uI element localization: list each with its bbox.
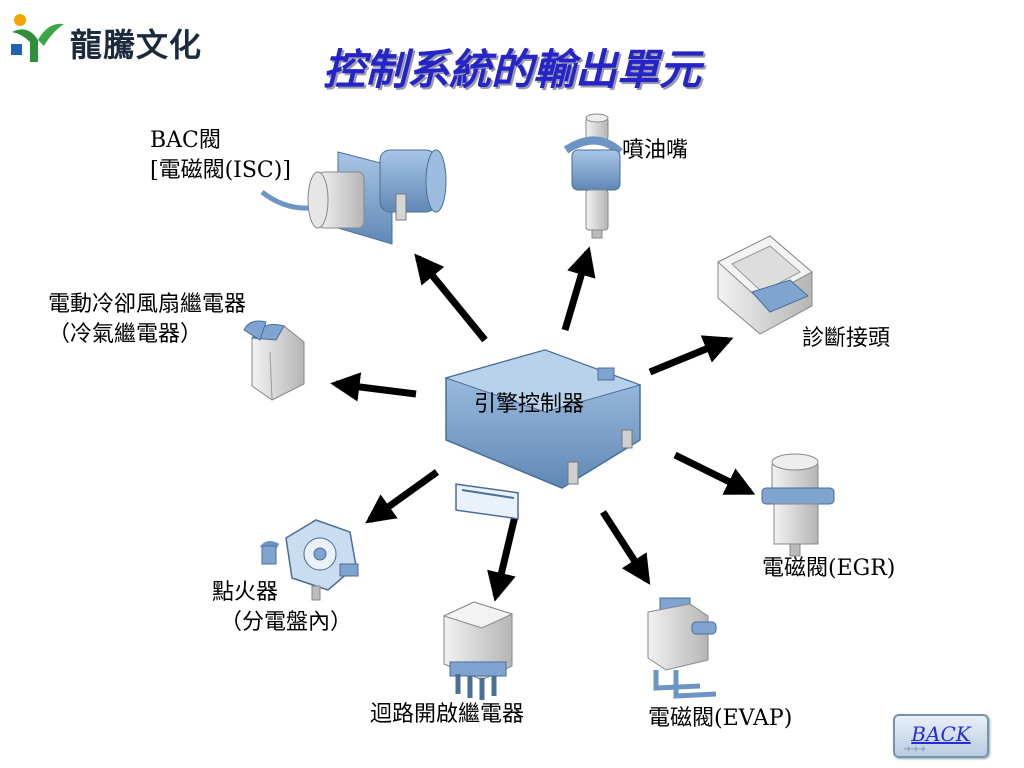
circuit-opening-relay	[442, 601, 514, 700]
label-evap-solenoid: 電磁閥(EVAP)	[648, 706, 793, 731]
label-engine-control-unit: 引擎控制器	[474, 392, 585, 417]
label-fan-relay: 電動冷卻風扇繼電器 （冷氣繼電器）	[48, 292, 247, 347]
label-egr-valve: 電磁閥(EGR)	[762, 556, 896, 581]
company-logo: 龍騰文化	[8, 10, 208, 66]
arrow-to-injector	[561, 246, 596, 331]
label-bac-valve: BAC閥 [電磁閥(ISC)]	[150, 128, 291, 183]
bac-valve	[260, 149, 447, 245]
double-arrow-icon: ➜➜➜	[903, 744, 926, 755]
arrow-to-fan	[330, 372, 417, 402]
page-title: 控制系統的輸出單元	[322, 45, 701, 94]
fuel-injector	[563, 113, 623, 239]
egr-valve	[761, 453, 835, 557]
back-button-label: BACK	[911, 722, 971, 746]
label-diagnostic-connector: 診斷接頭	[802, 326, 891, 351]
logo-figure-icon	[11, 14, 64, 62]
diagnostic-connector	[717, 235, 813, 335]
label-injector: 噴油嘴	[622, 138, 689, 163]
arrow-to-egr	[673, 451, 756, 496]
arrow-to-bac	[414, 253, 488, 343]
arrow-to-diag	[648, 335, 734, 376]
arrow-to-igniter	[365, 469, 440, 524]
igniter	[260, 519, 359, 601]
label-circuit-opening-relay: 迴路開啟繼電器	[370, 702, 525, 727]
engine-control-unit	[444, 349, 642, 520]
arrow-to-evap	[600, 510, 651, 585]
fan-relay	[243, 320, 305, 401]
label-igniter: 點火器 （分電盤內）	[212, 580, 353, 635]
logo-text: 龍騰文化	[70, 26, 203, 64]
back-button[interactable]: BACK ➜➜➜	[893, 714, 989, 758]
arrows	[330, 246, 756, 602]
evap-solenoid	[647, 597, 717, 699]
arrow-to-relay	[487, 515, 519, 602]
